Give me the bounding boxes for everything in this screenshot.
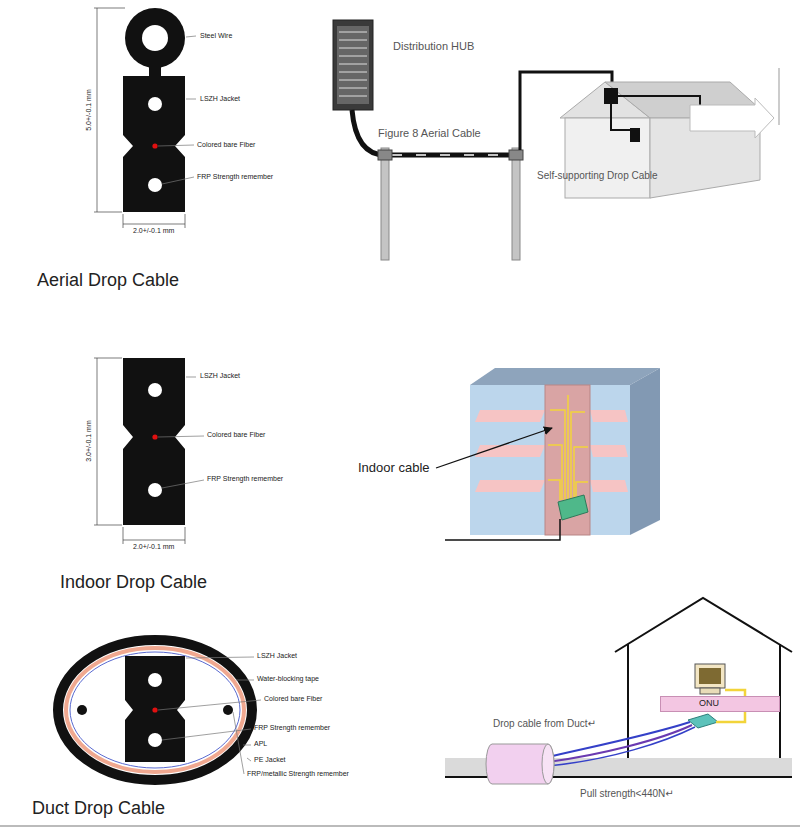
part-name: FRP Strength remember (207, 475, 283, 483)
node-label: ONU (699, 699, 775, 709)
part-name: Water-blocking tape (257, 675, 319, 683)
caption: Duct Drop Cable (32, 798, 165, 819)
part-name: FRP Strength remember (197, 173, 273, 181)
scene-label: Pull strength<440N↵ (580, 788, 674, 800)
part-name: LSZH Jacket (257, 652, 297, 660)
part-name: Colored bare Fiber (264, 695, 322, 703)
dimension: 2.0+/-0.1 mm (133, 227, 174, 235)
duct-scene (445, 598, 792, 784)
dimension: 2.0+/-0.1 mm (133, 543, 174, 551)
scene-label: Drop cable from Duct↵ (493, 718, 596, 730)
scene-label: Self-supporting Drop Cable (537, 170, 658, 182)
building-scene (436, 368, 660, 540)
scene-label: Figure 8 Aerial Cable (378, 127, 481, 140)
part-name: Colored bare Fiber (197, 141, 255, 149)
part-name: LSZH Jacket (200, 372, 240, 380)
scene-label: Distribution HUB (393, 40, 474, 53)
duct-cable-section (58, 640, 261, 780)
caption: Aerial Drop Cable (37, 270, 179, 291)
part-name: Steel Wire (200, 32, 232, 40)
scene-label: Indoor cable (358, 461, 430, 476)
aerial-cable-section (94, 8, 196, 228)
part-name: APL (254, 740, 267, 748)
dimension: 5.0+/-0.1 mm (85, 89, 93, 130)
indoor-cable-section (94, 358, 204, 544)
part-name: Colored bare Fiber (207, 431, 265, 439)
part-name: FRP/metallic Strength remember (247, 770, 349, 778)
caption: Indoor Drop Cable (60, 572, 207, 593)
part-name: FRP Strength remember (254, 724, 330, 732)
part-name: LSZH Jacket (200, 95, 240, 103)
aerial-scene (333, 20, 779, 260)
onu-band: ONU (660, 696, 780, 712)
part-name: PE Jacket (254, 756, 286, 764)
dimension: 3.0+/-0.1 mm (85, 420, 93, 461)
